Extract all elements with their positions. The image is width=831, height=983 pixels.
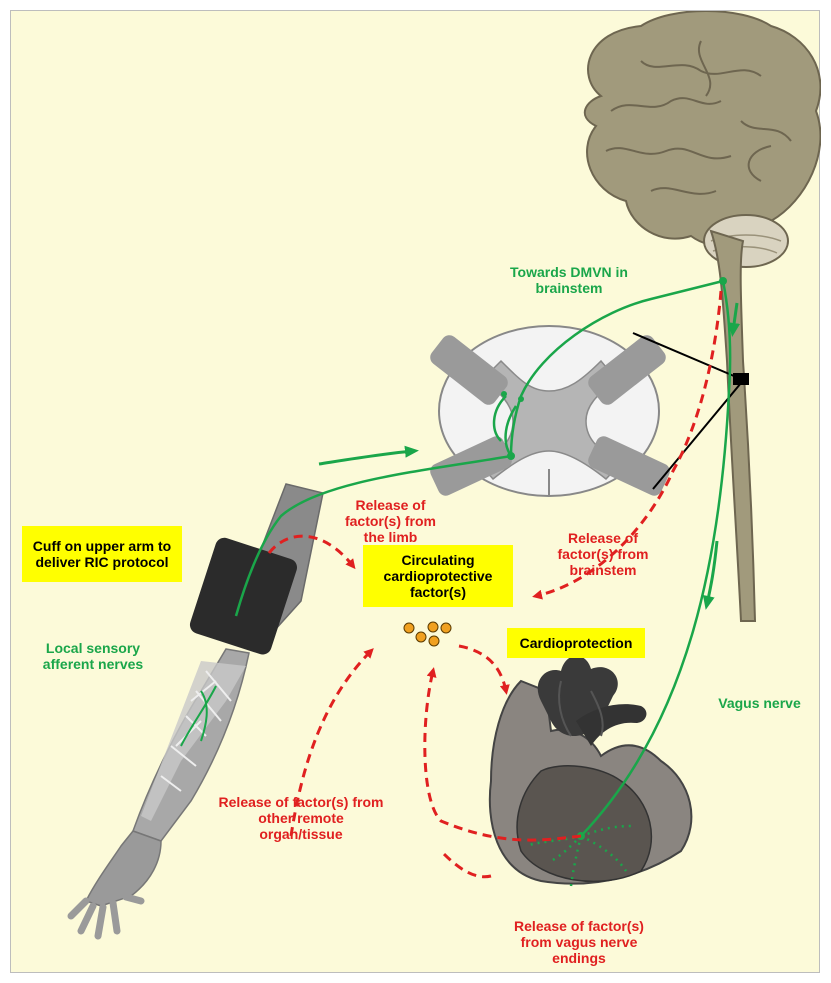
cuff-box: Cuff on upper arm to deliver RIC protoco…	[22, 526, 182, 582]
circulating-factors-box: Circulating cardioprotective factor(s)	[363, 545, 513, 607]
diagram-frame: Towards DMVN in brainstem Release of fac…	[10, 10, 820, 973]
release-vagus-label: Release of factor(s) from vagus nerve en…	[504, 918, 654, 966]
towards-dmvn-label: Towards DMVN in brainstem	[504, 264, 634, 296]
diagram-art	[11, 11, 821, 974]
circulating-factors-text: Circulating cardioprotective factor(s)	[363, 552, 513, 600]
vagus-nerve-label: Vagus nerve	[712, 695, 807, 711]
cuff-box-text: Cuff on upper arm to deliver RIC protoco…	[22, 538, 182, 570]
circulating-factor-dots	[404, 622, 451, 646]
local-sensory-nerves-label: Local sensory afferent nerves	[23, 640, 163, 672]
cardioprotection-box: Cardioprotection	[507, 628, 645, 658]
release-brainstem-label: Release of factor(s) from brainstem	[548, 530, 658, 578]
spinal-cord-column	[711, 231, 755, 621]
release-limb-label: Release of factor(s) from the limb	[333, 497, 448, 545]
release-remote-label: Release of factor(s) from other remote o…	[216, 794, 386, 842]
cardioprotection-text: Cardioprotection	[520, 635, 633, 651]
spinal-cord-cross-section	[427, 326, 672, 498]
heart-illustration	[490, 656, 692, 886]
brain-illustration	[585, 11, 821, 267]
